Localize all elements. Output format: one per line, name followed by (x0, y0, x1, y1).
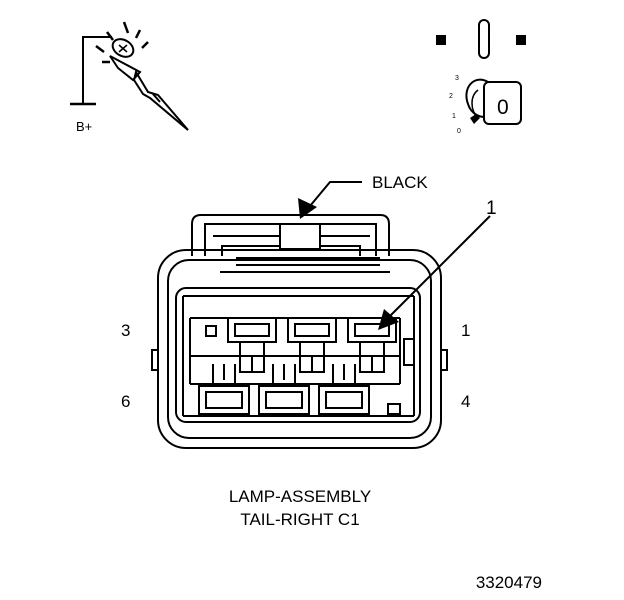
terminal-pin-3 (227, 317, 277, 373)
pin-callout-arrow (378, 215, 491, 330)
ignition-position-0: 0 (457, 128, 461, 135)
pin-label-6: 6 (121, 392, 130, 411)
ignition-key-label: 0 (497, 96, 509, 119)
pin-label-4: 4 (461, 392, 470, 411)
ignition-position-2: 2 (449, 93, 453, 100)
terminal-pin-4 (318, 364, 370, 415)
terminal-row-top (227, 317, 397, 373)
pin-label-3: 3 (121, 321, 130, 340)
figure-number: 3320479 (476, 573, 542, 592)
probe-supply-label: B+ (76, 119, 92, 134)
housing-color-label: BLACK (372, 173, 428, 192)
terminal-pin-1 (347, 317, 397, 373)
housing-color-leader-arrow (298, 181, 362, 219)
pin-callout-label: 1 (486, 198, 497, 219)
connector-name-line1: LAMP-ASSEMBLY (229, 487, 371, 506)
pin-label-1: 1 (461, 321, 470, 340)
terminal-row-bottom (198, 364, 370, 415)
ignition-position-1: 1 (452, 113, 456, 120)
ignition-switch-icon (436, 19, 526, 125)
test-light-icon (70, 21, 189, 131)
terminal-pin-6 (198, 364, 250, 415)
connector-name-line2: TAIL-RIGHT C1 (240, 510, 359, 529)
terminal-pin-2 (287, 317, 337, 373)
connector-housing (151, 214, 448, 449)
ignition-position-3: 3 (455, 75, 459, 82)
terminal-pin-5 (258, 364, 310, 415)
